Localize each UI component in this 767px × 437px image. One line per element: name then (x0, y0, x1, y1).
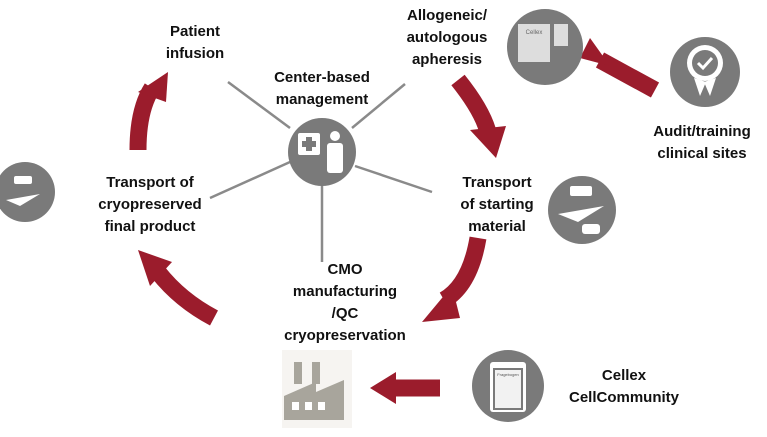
hospital-blood-bag-icon: Cellex (507, 9, 583, 85)
quality-seal-icon (670, 37, 740, 107)
transport-icon-left (0, 162, 55, 222)
cycle-arrows (129, 38, 660, 404)
hospital-sign: Cellex (526, 30, 543, 36)
center-management-icon (288, 118, 356, 186)
clipboard-title: Fragebogen (497, 372, 519, 377)
factory-icon (282, 350, 352, 428)
transport-icon-right (548, 176, 616, 244)
clipboard-icon: Fragebogen (472, 350, 544, 422)
spokes (209, 80, 433, 262)
